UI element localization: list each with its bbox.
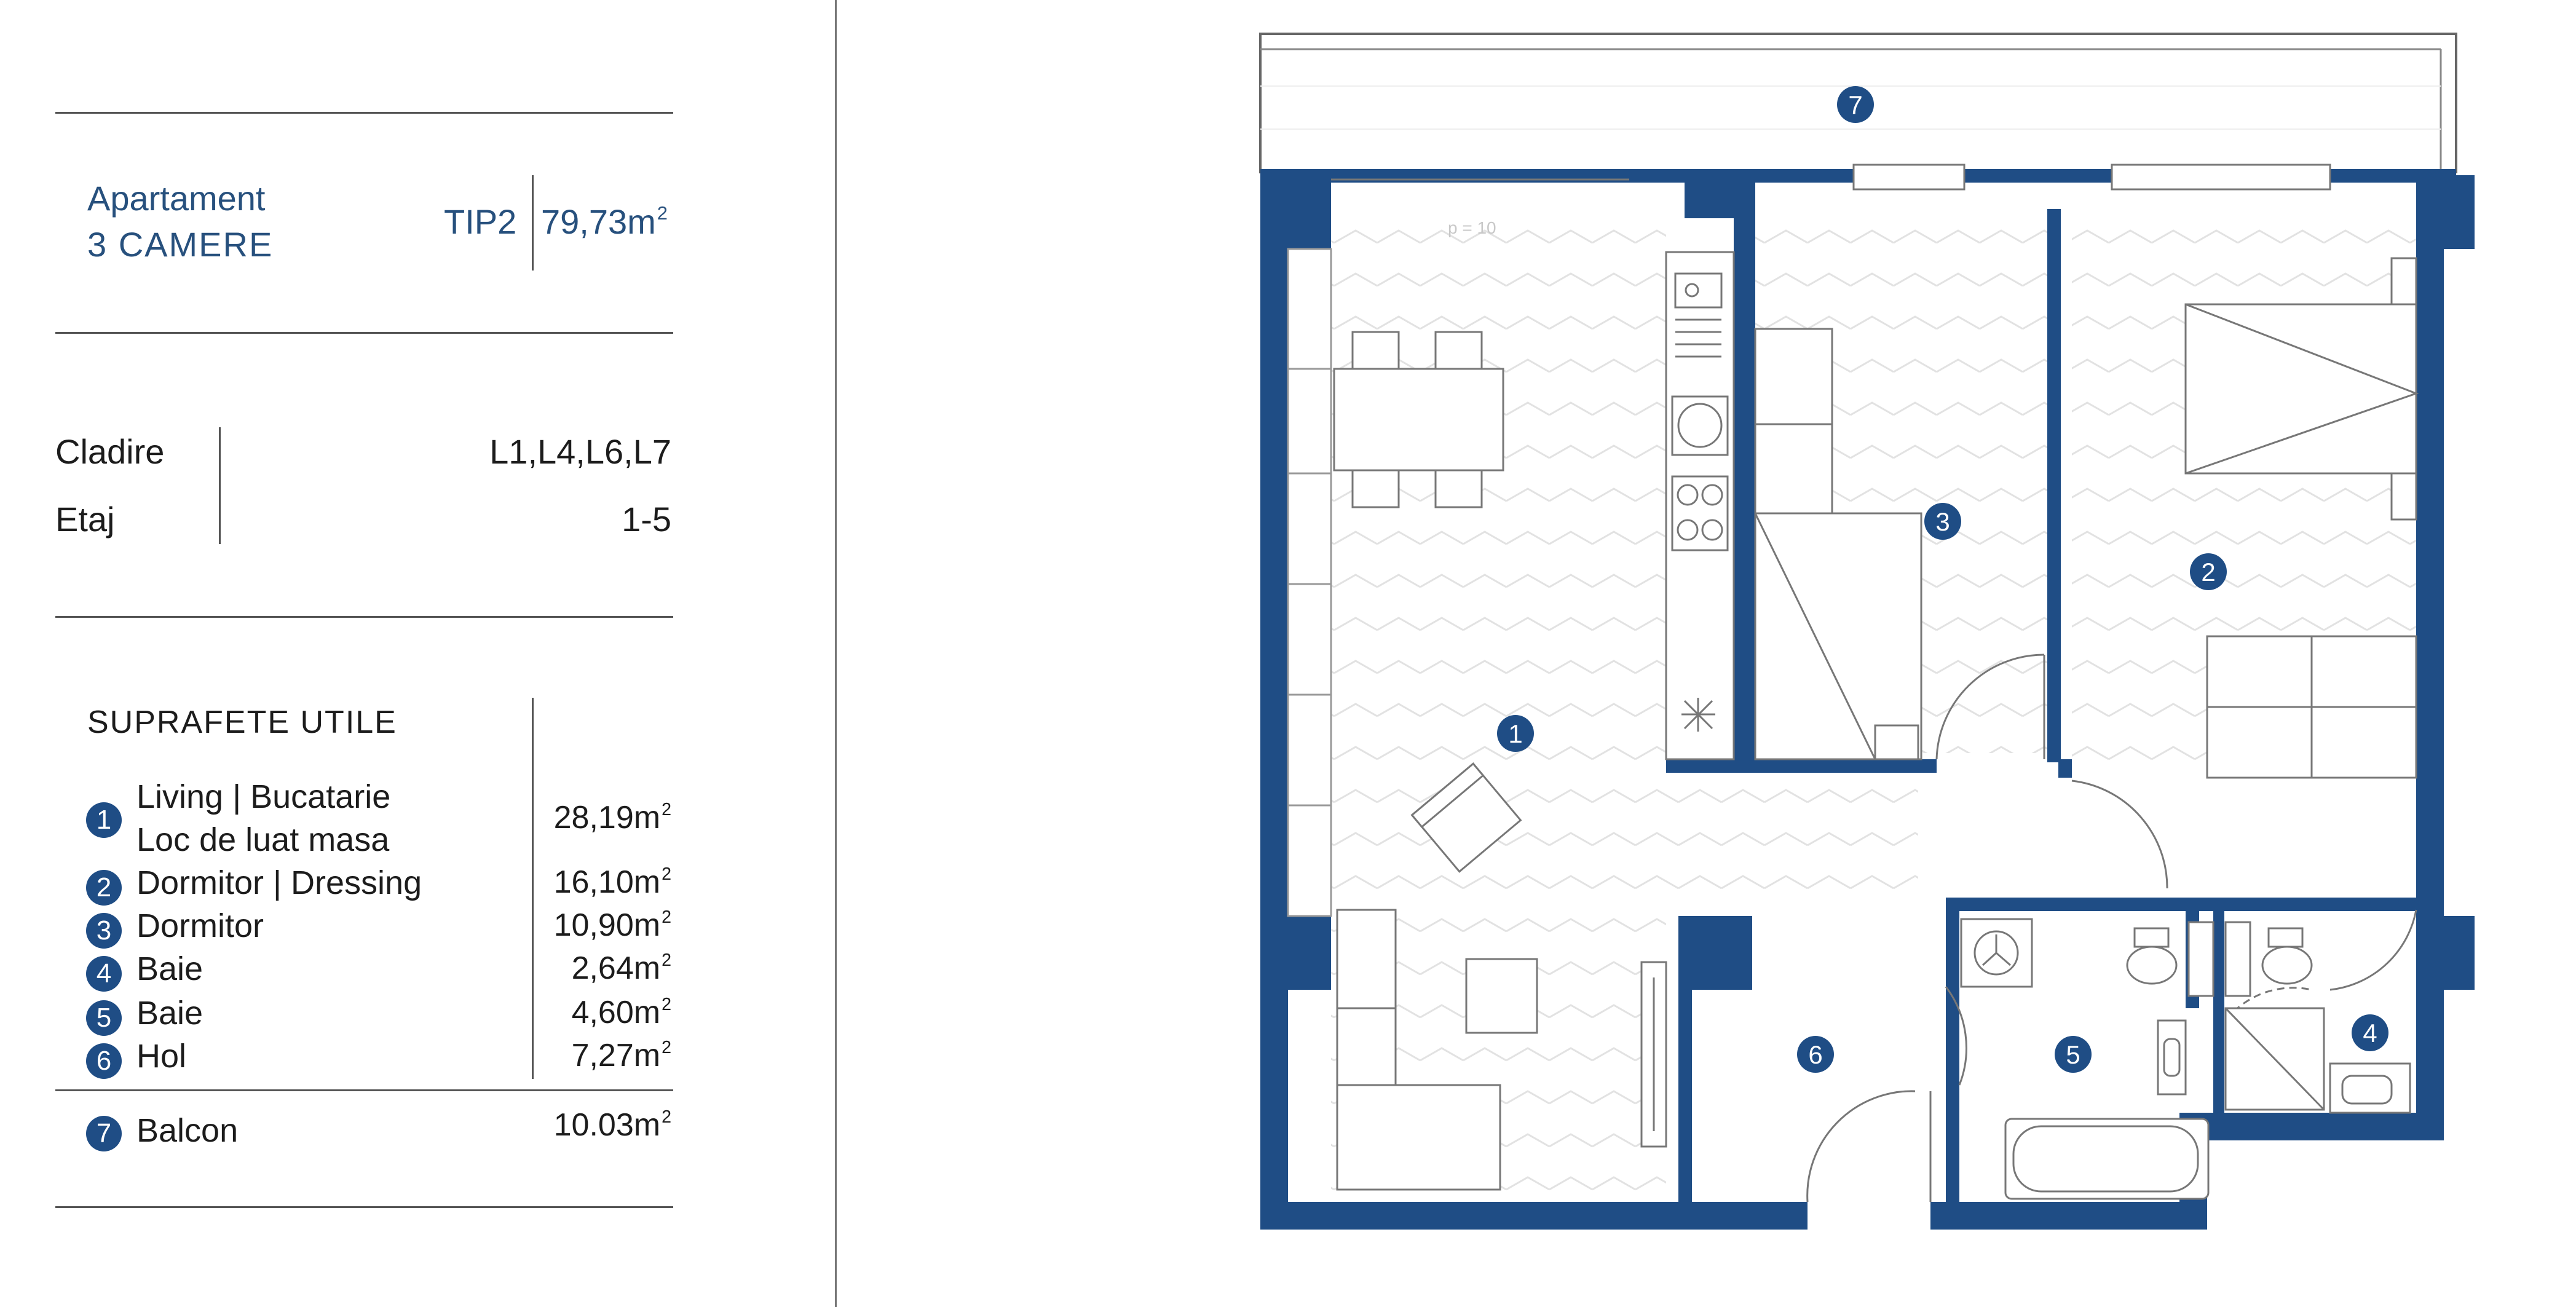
building-label: Cladire — [55, 432, 165, 471]
room-area-2: 16,10m2 — [553, 864, 671, 900]
sofa — [1336, 909, 1538, 1191]
room-name-6: Hol — [136, 1038, 187, 1075]
panel-separator — [835, 0, 837, 1307]
marker-4: 4 — [2363, 1019, 2377, 1048]
room-area-1: 28,19m2 — [553, 799, 671, 835]
room-marker-labels: 7 1 2 3 4 5 6 — [1508, 90, 2377, 1069]
room-badge-6: 6 — [86, 1043, 122, 1079]
room-name-1a: Living | Bucatarie — [136, 778, 391, 815]
room-name-1b: Loc de luat masa — [136, 821, 390, 858]
marker-5: 5 — [2066, 1040, 2080, 1069]
balcony-name: Balcon — [136, 1112, 239, 1149]
room-badge-7: 7 — [86, 1116, 122, 1151]
apartment-total-area: 79,73m2 — [541, 202, 668, 241]
floor-value: 1-5 — [622, 500, 671, 539]
doors — [1806, 654, 2417, 1202]
surfaces-heading: SUPRAFETE UTILE — [87, 705, 397, 740]
divider-2 — [55, 332, 673, 334]
wardrobe-room-3 — [1754, 328, 1922, 760]
marker-1: 1 — [1508, 719, 1522, 748]
apartment-type: TIP2 — [444, 202, 517, 241]
room-area-4: 2,64m2 — [571, 950, 671, 986]
room-area-3: 10,90m2 — [553, 907, 671, 943]
room-area-6: 7,27m2 — [571, 1037, 671, 1073]
left-window-frames — [1287, 248, 1332, 917]
divider-bottom — [55, 1206, 673, 1208]
slope-note: p = 10 — [1448, 218, 1496, 237]
room-name-3: Dormitor — [136, 907, 264, 944]
room-badge-1: 1 — [86, 802, 122, 838]
building-value: L1,L4,L6,L7 — [489, 432, 671, 471]
divider-3 — [55, 616, 673, 618]
bath-fixtures — [1960, 918, 2411, 1200]
room-badge-5: 5 — [86, 1000, 122, 1036]
marker-6: 6 — [1808, 1040, 1822, 1069]
room-area-5: 4,60m2 — [571, 994, 671, 1030]
marker-7: 7 — [1848, 90, 1862, 119]
room-badge-2: 2 — [86, 870, 122, 906]
type-divider — [532, 175, 534, 270]
marker-2: 2 — [2201, 558, 2215, 586]
room-name-4: Baie — [136, 950, 203, 987]
apartment-title-line1: Apartament — [87, 179, 266, 218]
dining-table — [1333, 331, 1504, 508]
floor-label: Etaj — [55, 500, 115, 539]
divider-4 — [55, 1089, 673, 1091]
room-name-2: Dormitor | Dressing — [136, 864, 422, 901]
room-name-5: Baie — [136, 995, 203, 1032]
surfaces-divider — [532, 698, 534, 1079]
apartment-title-line2: 3 CAMERE — [87, 225, 274, 264]
balcony-area: 10.03m2 — [553, 1107, 671, 1143]
room-badge-3: 3 — [86, 913, 122, 949]
divider-top — [55, 112, 673, 114]
armchair — [1410, 762, 1522, 873]
bed — [2184, 257, 2419, 521]
marker-3: 3 — [1935, 507, 1950, 536]
dressing — [2206, 635, 2417, 779]
room-markers — [1497, 86, 2388, 1073]
kitchen-counter — [1665, 251, 1735, 760]
windows — [1331, 164, 2331, 191]
building-divider — [219, 427, 221, 544]
room-badge-4: 4 — [86, 956, 122, 992]
tv-unit — [1640, 961, 1667, 1148]
